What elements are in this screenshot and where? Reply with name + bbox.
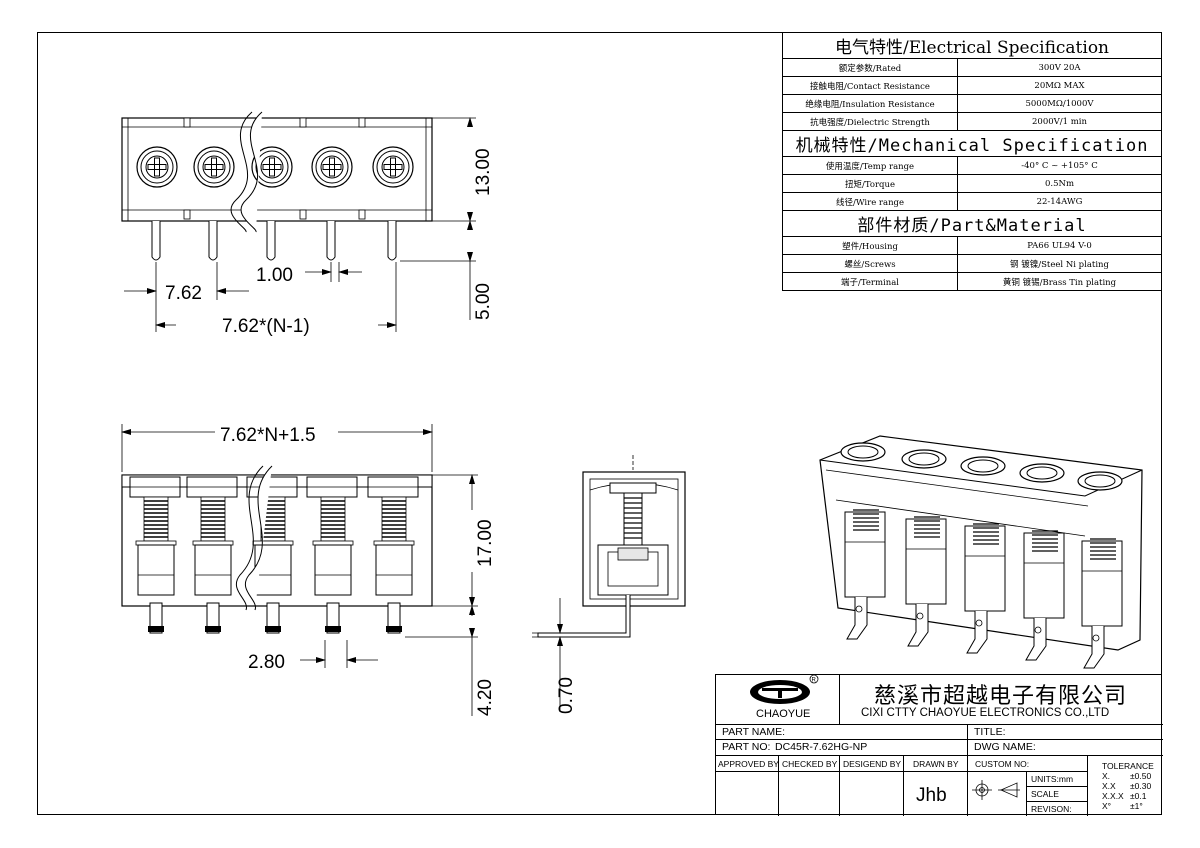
spec-value: 钢 镀镍/Steel Ni plating	[957, 254, 1162, 273]
spec-value: 5000MΩ/1000V	[957, 94, 1162, 113]
part-name-label: PART NAME:	[722, 726, 786, 738]
scale-label: SCALE	[1031, 789, 1059, 799]
tolerance-title: TOLERANCE	[1102, 761, 1154, 771]
title-label: TITLE:	[974, 726, 1006, 738]
tolerance-value: ±1°	[1130, 801, 1143, 811]
tolerance-key: X.	[1102, 771, 1111, 781]
dim-pin-length: 5.00	[473, 283, 494, 320]
part-no-label: PART NO:	[722, 741, 771, 753]
svg-text:R: R	[812, 678, 817, 684]
tolerance-value: ±0.1	[1130, 791, 1147, 801]
designed-by-label: DESIGEND BY	[843, 759, 902, 769]
specification-table: 电气特性/Electrical Specification 额定参数/Rated…	[782, 32, 1162, 291]
top-view-dimensions	[124, 117, 476, 332]
dim-pin-tail: 4.20	[475, 679, 496, 716]
drawing-border	[37, 32, 1162, 815]
drawn-by-value: Jhb	[916, 785, 947, 806]
dim-top-height: 13.00	[473, 148, 494, 196]
tolerance-value: ±0.30	[1130, 781, 1152, 791]
dim-pin-gap: 2.80	[248, 652, 285, 673]
dim-pin-width: 1.00	[256, 265, 293, 286]
spec-value: -40° C ~ +105° C	[957, 156, 1162, 175]
logo-text: CHAOYUE	[756, 708, 811, 720]
front-view	[121, 465, 433, 634]
mechanical-spec-title: 机械特性/Mechanical Specification	[782, 130, 1162, 157]
spec-value: 2000V/1 min	[957, 112, 1162, 131]
isometric-view	[819, 435, 1143, 669]
side-section-dimensions	[532, 598, 566, 712]
tolerance-value: ±0.50	[1130, 771, 1152, 781]
spec-value: PA66 UL94 V-0	[957, 236, 1162, 255]
checked-by-label: CHECKED BY	[782, 759, 838, 769]
spec-value: 22-14AWG	[957, 192, 1162, 211]
units-label: UNITS:mm	[1031, 774, 1074, 784]
spec-label: 塑件/Housing	[782, 236, 958, 255]
top-view	[121, 111, 433, 261]
dim-pitch: 7.62	[165, 283, 202, 304]
part-no-value: DC45R-7.62HG-NP	[775, 741, 868, 753]
side-section-view	[537, 455, 686, 638]
spec-label: 使用温度/Temp range	[782, 156, 958, 175]
spec-label: 螺丝/Screws	[782, 254, 958, 273]
dim-overall-length: 7.62*N+1.5	[220, 425, 316, 446]
approved-by-label: APPROVED BY	[718, 759, 779, 769]
projection-symbol-icon	[972, 780, 1020, 800]
spec-value: 300V 20A	[957, 58, 1162, 77]
spec-label: 抗电强度/Dielectric Strength	[782, 112, 958, 131]
dim-span: 7.62*(N-1)	[222, 316, 310, 337]
dwg-name-label: DWG NAME:	[974, 741, 1036, 753]
spec-label: 接触电阻/Contact Resistance	[782, 76, 958, 95]
spec-label: 额定参数/Rated	[782, 58, 958, 77]
company-name-cn: 慈溪市超越电子有限公司	[874, 684, 1128, 709]
spec-label: 线径/Wire range	[782, 192, 958, 211]
title-block: CHAOYUE 慈溪市超越电子有限公司 CIXI CTTY CHAOYUE EL…	[715, 674, 1163, 816]
electrical-spec-title: 电气特性/Electrical Specification	[782, 32, 1162, 59]
spec-label: 绝缘电阻/Insulation Resistance	[782, 94, 958, 113]
spec-label: 端子/Terminal	[782, 272, 958, 291]
dim-lead-thickness: 0.70	[556, 677, 577, 714]
spec-label: 扭矩/Torque	[782, 174, 958, 193]
logo-mark: R	[750, 674, 819, 704]
company-name-en: CIXI CTTY CHAOYUE ELECTRONICS CO.,LTD	[861, 707, 1110, 719]
tolerance-key: X.X	[1102, 781, 1116, 791]
spec-value: 0.5Nm	[957, 174, 1162, 193]
custom-no-label: CUSTOM NO:	[975, 759, 1030, 769]
spec-value: 20MΩ MAX	[957, 76, 1162, 95]
part-material-title: 部件材质/Part&Material	[782, 210, 1162, 237]
drawn-by-label: DRAWN BY	[913, 759, 959, 769]
tolerance-key: X°	[1102, 801, 1112, 811]
revision-label: REVISON:	[1031, 804, 1072, 814]
tolerance-key: X.X.X	[1102, 791, 1124, 801]
front-view-dimensions	[121, 424, 478, 716]
dim-front-height: 17.00	[475, 519, 496, 567]
spec-value: 黄铜 镀锡/Brass Tin plating	[957, 272, 1162, 291]
